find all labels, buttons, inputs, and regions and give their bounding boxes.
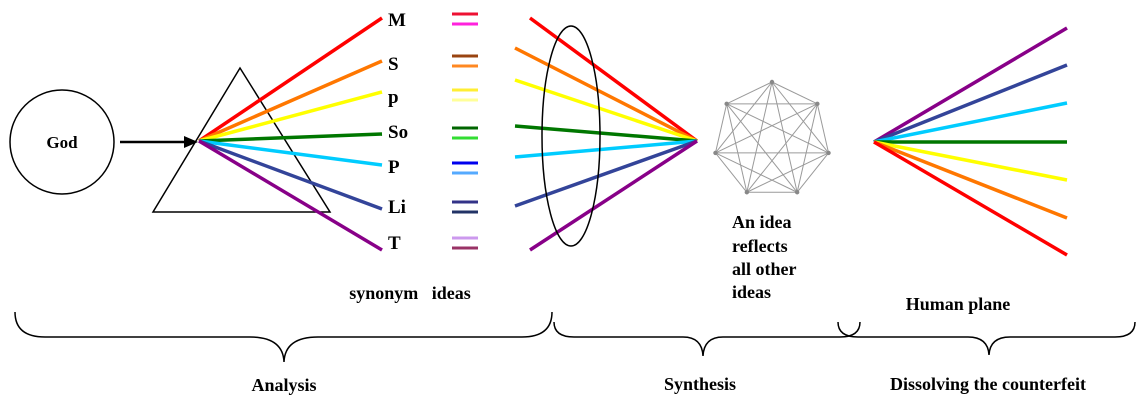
synthesis-ray: [514, 78, 698, 143]
god-label: God: [46, 133, 78, 152]
synthesis-ray: [528, 16, 699, 143]
human-plane-rays: [873, 26, 1068, 257]
graph-edge: [746, 81, 773, 193]
graph-edge: [726, 103, 798, 193]
graph-node: [769, 79, 775, 85]
graph-edge: [726, 81, 773, 105]
lens-ellipse: [541, 25, 601, 247]
dissolving-label: Dissolving the counterfeit: [890, 374, 1086, 394]
synthesis-ray: [514, 139, 698, 208]
graph-edge: [714, 103, 728, 154]
idea-letter: So: [388, 122, 408, 143]
synthesis-label: Synthesis: [664, 374, 736, 394]
dissolving-brace: [837, 321, 1136, 356]
human-plane-ray: [873, 26, 1068, 144]
graph-edge: [715, 152, 798, 193]
analysis-ray: [198, 132, 383, 143]
analysis-ray: [198, 16, 383, 143]
heptagon-graph: [713, 79, 831, 195]
synthesis-brace: [553, 321, 861, 357]
graph-node: [826, 150, 831, 156]
graph-edge: [771, 81, 798, 193]
synonym-marks: [452, 12, 478, 250]
idea-letter: P: [388, 157, 400, 178]
idea-reflects-line-4: ideas: [732, 282, 771, 302]
analysis-ray: [198, 139, 383, 211]
idea-reflects-line-1: An idea: [732, 212, 792, 232]
god-circle: [9, 89, 115, 195]
analysis-ray: [198, 139, 383, 167]
human-plane-ray: [873, 140, 1068, 220]
human-plane-label: Human plane: [906, 294, 1011, 314]
synthesis-ray: [514, 139, 698, 159]
graph-edge: [746, 152, 829, 193]
graph-edge: [771, 81, 818, 105]
graph-edge: [771, 81, 829, 154]
graph-edge: [715, 81, 773, 154]
arrow-head-icon: [184, 136, 198, 148]
analysis-ray: [198, 90, 383, 143]
analysis-rays: [198, 16, 383, 252]
human-plane-ray: [873, 140, 1068, 182]
analysis-label: Analysis: [251, 375, 316, 395]
idea-letter: T: [388, 233, 401, 254]
human-plane-ray: [873, 63, 1068, 144]
idea-reflects-line-3: all other: [732, 259, 797, 279]
graph-edge: [796, 152, 829, 193]
graph-node: [744, 190, 750, 195]
graph-node: [724, 101, 729, 107]
analysis-ray: [198, 139, 383, 252]
graph-edge: [726, 103, 748, 193]
graph-node: [794, 190, 800, 195]
analysis-brace: [14, 311, 553, 363]
synthesis-ray: [529, 139, 698, 252]
graph-edge: [715, 152, 748, 193]
human-plane-ray: [873, 101, 1068, 144]
idea-letter: p: [388, 87, 399, 108]
synthesis-ray: [514, 46, 698, 143]
graph-edge: [715, 103, 818, 154]
graph-node: [815, 101, 820, 107]
idea-letter: S: [388, 54, 399, 75]
idea-reflects-line-2: reflects: [732, 236, 788, 256]
graph-node: [713, 150, 718, 156]
human-plane-ray: [873, 140, 1068, 257]
graph-edge: [816, 103, 830, 154]
analysis-ray: [198, 59, 383, 143]
graph-edge: [796, 103, 818, 193]
graph-edge: [746, 103, 818, 193]
idea-letter: M: [388, 10, 406, 31]
graph-edge: [726, 103, 829, 154]
idea-letter: Li: [388, 197, 406, 218]
prism-triangle: [151, 66, 332, 213]
synthesis-ray: [514, 124, 698, 143]
synonym-ideas-label: synonym ideas: [349, 283, 471, 303]
